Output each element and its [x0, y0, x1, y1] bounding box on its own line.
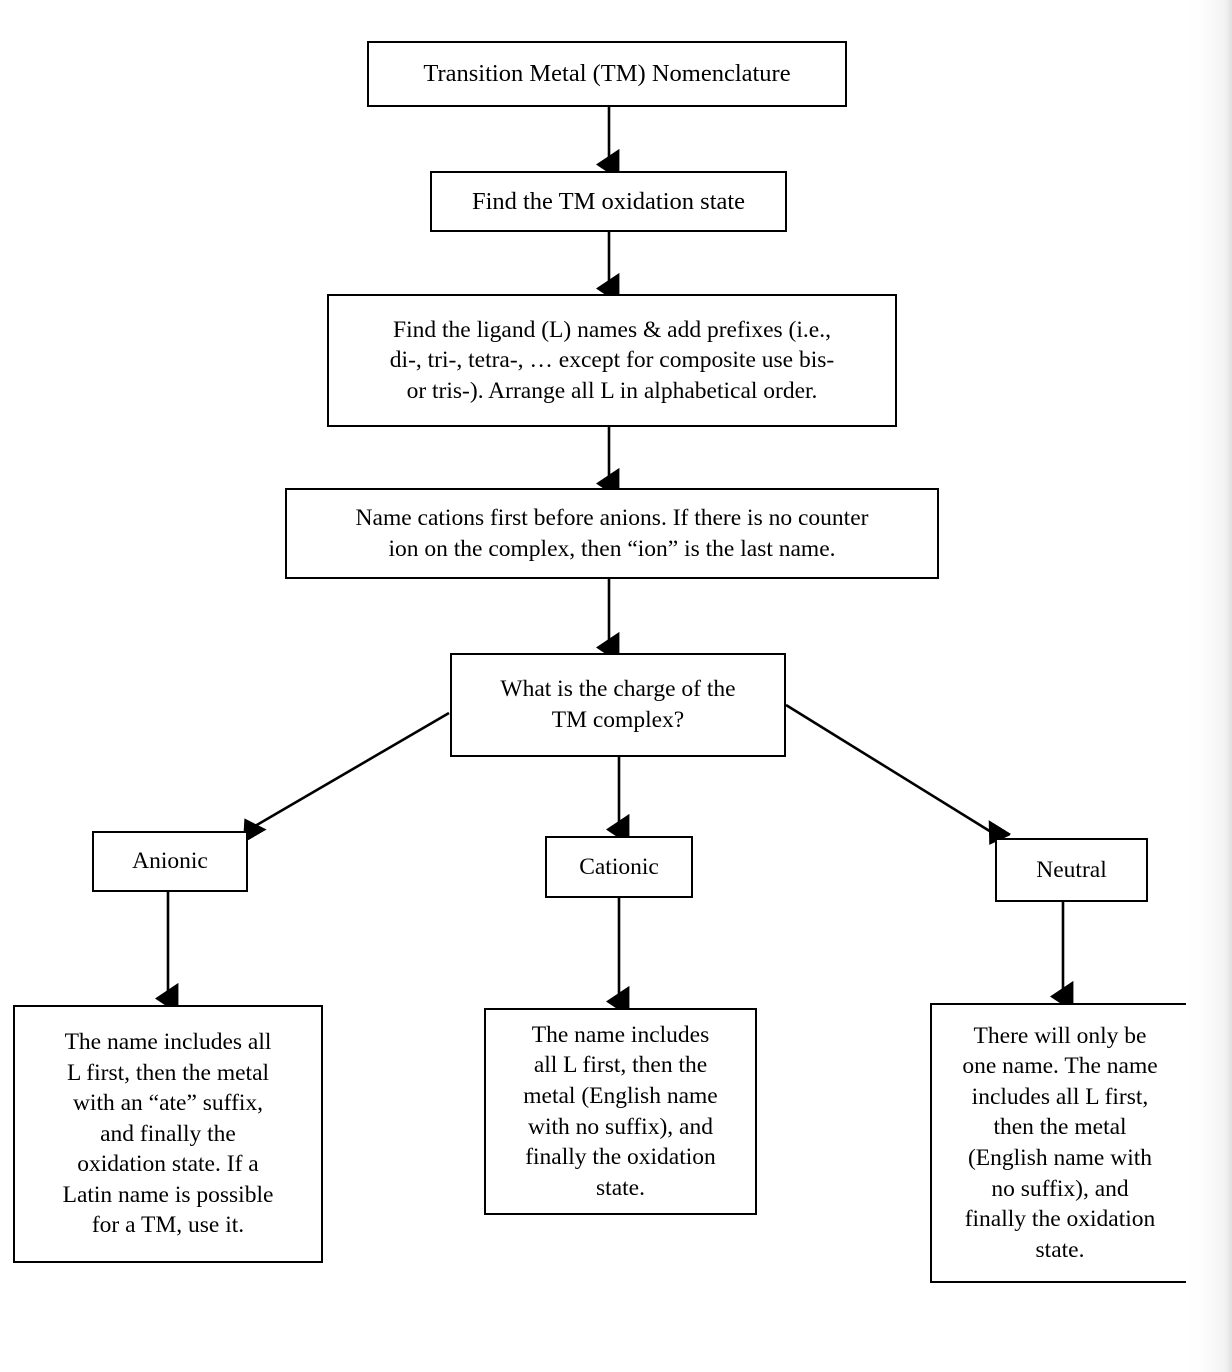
node-anionic[interactable]: Anionic: [92, 831, 248, 892]
node-neutral-rule-label: There will only be one name. The name in…: [962, 1022, 1158, 1263]
page-edge-shading: [1186, 0, 1232, 1372]
edge-charge-question-to-anionic: [250, 711, 450, 829]
node-cationic-rule[interactable]: The name includes all L first, then the …: [484, 1008, 757, 1215]
node-charge-question[interactable]: What is the charge of the TM complex?: [450, 653, 786, 757]
node-neutral-label: Neutral: [1036, 856, 1107, 883]
node-start-label: Transition Metal (TM) Nomenclature: [423, 60, 791, 88]
node-cationic-rule-label: The name includes all L first, then the …: [523, 1021, 718, 1201]
node-cationic-label: Cationic: [579, 853, 659, 880]
node-anionic-rule-label: The name includes all L first, then the …: [62, 1029, 274, 1239]
node-anionic-rule[interactable]: The name includes all L first, then the …: [13, 1005, 323, 1263]
node-ligands[interactable]: Find the ligand (L) names & add prefixes…: [327, 294, 897, 427]
node-charge-question-label: What is the charge of the TM complex?: [500, 676, 736, 733]
edge-charge-question-to-neutral: [785, 703, 996, 835]
node-cations-first[interactable]: Name cations first before anions. If the…: [285, 488, 939, 579]
node-cationic[interactable]: Cationic: [545, 836, 693, 898]
node-cations-first-label: Name cations first before anions. If the…: [355, 504, 869, 562]
node-anionic-label: Anionic: [132, 848, 208, 875]
node-oxidation-state[interactable]: Find the TM oxidation state: [430, 171, 787, 232]
node-ligands-label: Find the ligand (L) names & add prefixes…: [389, 316, 835, 404]
page-edge-shading-inner: [1226, 0, 1232, 1372]
node-oxidation-state-label: Find the TM oxidation state: [471, 187, 746, 215]
node-start[interactable]: Transition Metal (TM) Nomenclature: [367, 41, 847, 107]
node-neutral[interactable]: Neutral: [995, 838, 1148, 902]
node-neutral-rule[interactable]: There will only be one name. The name in…: [930, 1003, 1190, 1283]
